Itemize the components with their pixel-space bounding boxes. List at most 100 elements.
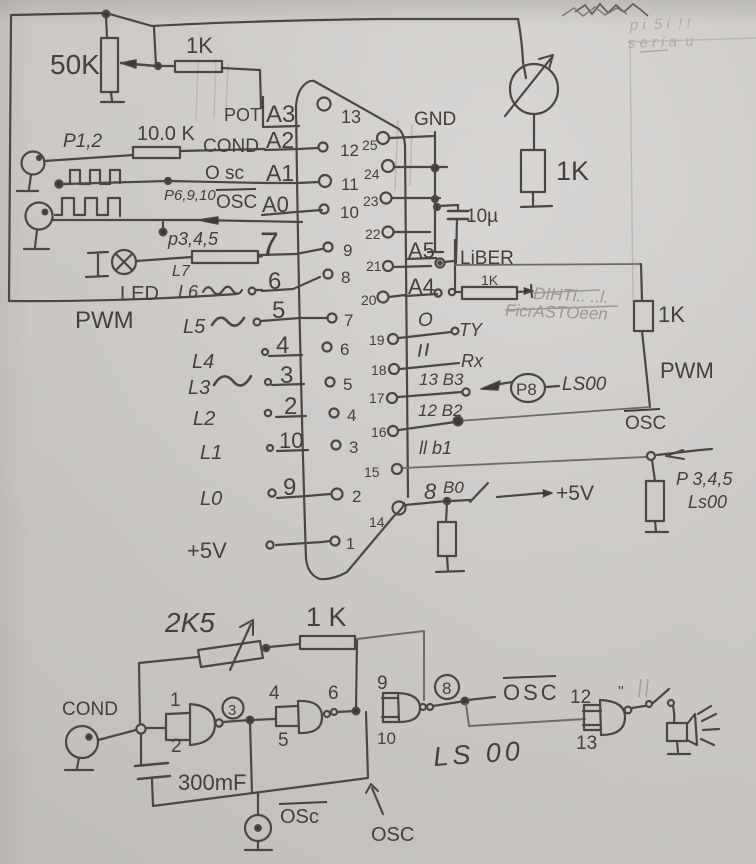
- svg-text:A3: A3: [266, 101, 295, 128]
- svg-text:'': '': [618, 683, 624, 700]
- svg-text:B0: B0: [443, 478, 464, 497]
- svg-text:LS00: LS00: [562, 374, 607, 395]
- svg-text:300mF: 300mF: [178, 770, 246, 795]
- svg-text:9: 9: [377, 673, 388, 694]
- svg-text:P6,9,10: P6,9,10: [164, 187, 216, 204]
- svg-text:10.0 K: 10.0 K: [137, 123, 195, 145]
- svg-text:GND: GND: [414, 109, 456, 130]
- svg-text:A4: A4: [408, 274, 435, 299]
- svg-text:5: 5: [272, 297, 285, 324]
- svg-text:12: 12: [340, 141, 359, 160]
- svg-text:Rx: Rx: [461, 351, 484, 371]
- svg-text:8: 8: [341, 268, 350, 287]
- svg-text:L3: L3: [188, 377, 210, 399]
- svg-text:17: 17: [369, 390, 385, 406]
- svg-text:2: 2: [284, 393, 297, 420]
- svg-text:19: 19: [369, 332, 385, 348]
- svg-text:Ls00: Ls00: [688, 492, 727, 512]
- svg-text:16: 16: [371, 424, 387, 440]
- svg-text:10µ: 10µ: [466, 206, 498, 227]
- svg-text:9: 9: [283, 474, 296, 501]
- svg-text:P1,2: P1,2: [63, 131, 103, 152]
- svg-text:6: 6: [268, 268, 281, 295]
- svg-text:+5V: +5V: [187, 538, 227, 563]
- svg-text:5: 5: [343, 375, 352, 394]
- svg-text:50K: 50K: [50, 49, 100, 80]
- svg-text:TY: TY: [459, 320, 484, 340]
- svg-text:23: 23: [363, 193, 379, 209]
- svg-text:1K: 1K: [481, 272, 499, 288]
- svg-text:s e r i a u: s e r i a u: [628, 33, 695, 52]
- svg-text:p3,4,5: p3,4,5: [167, 229, 219, 249]
- svg-text:4: 4: [276, 332, 289, 359]
- svg-text:OSC: OSC: [216, 192, 257, 213]
- svg-text:7: 7: [344, 311, 353, 330]
- svg-text:A0: A0: [262, 192, 289, 217]
- svg-text:PWM: PWM: [660, 358, 714, 383]
- svg-text:A5: A5: [408, 238, 435, 263]
- svg-text:12: 12: [570, 687, 591, 708]
- svg-text:1K: 1K: [556, 156, 589, 186]
- svg-text:LS 00: LS 00: [432, 736, 524, 772]
- svg-text:12 B2: 12 B2: [418, 401, 463, 420]
- svg-text:LED: LED: [120, 283, 159, 305]
- svg-text:L0: L0: [200, 488, 222, 510]
- svg-text:COND: COND: [62, 699, 118, 720]
- svg-text:6: 6: [328, 683, 339, 704]
- svg-text:10: 10: [377, 729, 396, 748]
- svg-text:O sc: O sc: [205, 163, 244, 184]
- svg-text:L2: L2: [193, 408, 215, 430]
- svg-text:10: 10: [279, 428, 303, 453]
- svg-text:22: 22: [365, 226, 381, 242]
- svg-text:13 B3: 13 B3: [419, 370, 464, 389]
- svg-text:1: 1: [170, 690, 181, 711]
- svg-text:POT: POT: [224, 105, 261, 125]
- svg-text:L1: L1: [200, 442, 222, 464]
- svg-text:7: 7: [260, 226, 279, 264]
- svg-text:OSC: OSC: [503, 680, 560, 705]
- svg-text:14: 14: [369, 514, 385, 530]
- svg-text:FicrASTOeen: FicrASTOeen: [505, 301, 608, 324]
- svg-text:20: 20: [361, 292, 377, 308]
- svg-text:4: 4: [269, 683, 280, 704]
- svg-text:5: 5: [278, 730, 289, 751]
- svg-text:13: 13: [576, 733, 597, 754]
- svg-text:8: 8: [424, 479, 437, 504]
- svg-text:O: O: [418, 310, 433, 331]
- svg-text:PWM: PWM: [75, 307, 134, 334]
- svg-text:3: 3: [280, 362, 293, 389]
- svg-text:21: 21: [366, 258, 382, 274]
- svg-text:4: 4: [347, 406, 356, 425]
- svg-text:L5: L5: [183, 316, 206, 338]
- svg-text:P8: P8: [516, 380, 537, 399]
- svg-text:1K: 1K: [658, 302, 685, 327]
- svg-text:L6: L6: [178, 282, 199, 302]
- svg-text:OSC: OSC: [625, 413, 666, 434]
- svg-text:9: 9: [343, 241, 352, 260]
- svg-text:OSC: OSC: [371, 824, 414, 846]
- svg-text:A2: A2: [266, 127, 294, 153]
- svg-text:ll b1: ll b1: [419, 438, 452, 458]
- svg-text:2K5: 2K5: [164, 607, 215, 638]
- svg-text:+5V: +5V: [556, 482, 594, 505]
- svg-text:1 K: 1 K: [306, 602, 347, 632]
- svg-text:1K: 1K: [186, 33, 213, 58]
- svg-text:OSc: OSc: [280, 806, 319, 828]
- svg-text:18: 18: [371, 362, 387, 378]
- svg-text:L4: L4: [192, 351, 214, 373]
- svg-text:25: 25: [362, 137, 378, 153]
- svg-text:COND: COND: [203, 136, 259, 157]
- svg-text:p i 5 i ! !: p i 5 i ! !: [629, 15, 692, 34]
- svg-text:3: 3: [228, 702, 236, 719]
- svg-text:2: 2: [171, 736, 182, 757]
- svg-text:L7: L7: [172, 263, 191, 280]
- svg-text:24: 24: [364, 166, 380, 182]
- svg-text:8: 8: [442, 679, 451, 698]
- svg-text:2: 2: [352, 487, 361, 506]
- svg-text:LiBER: LiBER: [460, 248, 514, 269]
- svg-text:15: 15: [364, 464, 380, 480]
- svg-text:A1: A1: [266, 160, 294, 186]
- svg-text:P 3,4,5: P 3,4,5: [676, 469, 733, 489]
- svg-text:13: 13: [341, 107, 361, 127]
- svg-text:3: 3: [349, 438, 358, 457]
